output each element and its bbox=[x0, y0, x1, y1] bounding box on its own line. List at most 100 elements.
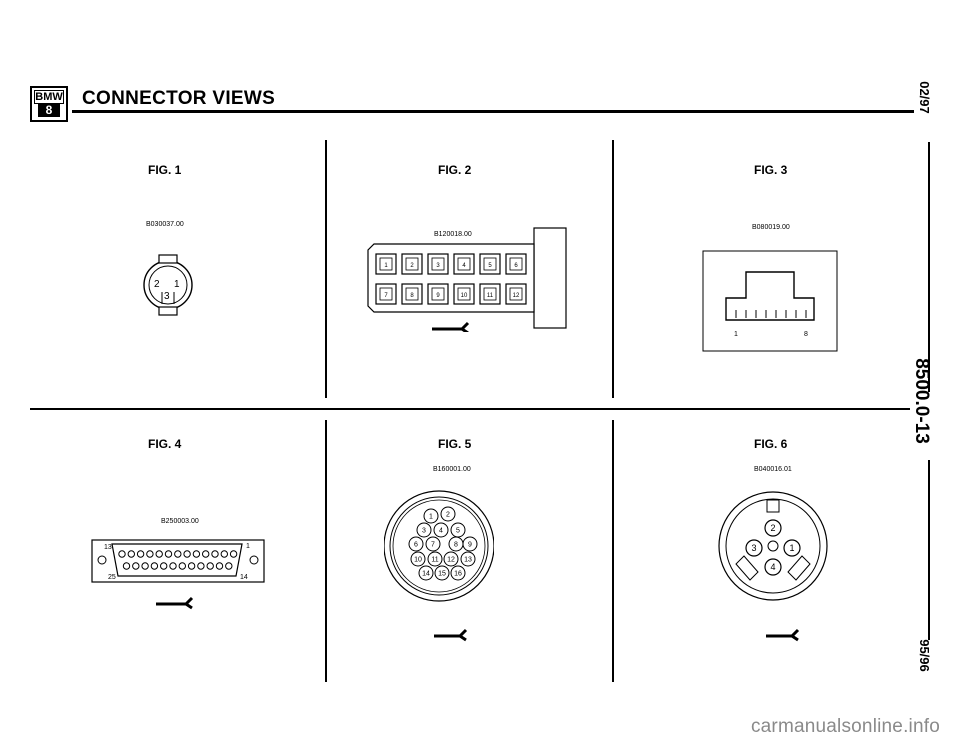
fig4-pin-hole bbox=[202, 550, 210, 558]
fig5-pin-number: 10 bbox=[414, 557, 422, 564]
fig2-pin-number: 2 bbox=[410, 263, 414, 269]
fig6-code: B040016.01 bbox=[754, 466, 792, 473]
fig2-pin-number: 1 bbox=[384, 263, 388, 269]
fig6-pin bbox=[783, 539, 801, 557]
fig5-pin-number: 15 bbox=[438, 571, 446, 578]
fig5-pin bbox=[408, 536, 424, 552]
fig2-pin-socket bbox=[509, 257, 523, 271]
fig5-pin bbox=[433, 522, 449, 538]
divider-top-right bbox=[612, 140, 614, 398]
fig2-pin-socket bbox=[431, 257, 445, 271]
fig4-pin-14: 14 bbox=[240, 574, 248, 581]
fig5-pin-number: 1 bbox=[429, 514, 433, 521]
divider-top-left bbox=[325, 140, 327, 398]
fig2-pin-socket bbox=[509, 287, 523, 301]
fig4-pin-hole bbox=[187, 562, 196, 570]
fig5-pin bbox=[410, 551, 426, 567]
fig5-pin bbox=[425, 536, 441, 552]
fig2-pin-number: 9 bbox=[436, 293, 440, 299]
fig2-pin-number: 10 bbox=[461, 293, 468, 299]
fig5-label: FIG. 5 bbox=[438, 437, 472, 451]
fig5-pin-number: 12 bbox=[447, 557, 455, 564]
header-rule bbox=[72, 110, 914, 113]
fig2-pin-number: 12 bbox=[513, 293, 520, 299]
fig4-pin-hole bbox=[155, 550, 163, 558]
fig4-pin-hole bbox=[136, 550, 145, 558]
fig4-pin-hole bbox=[220, 550, 229, 558]
fig2-pin-number: 5 bbox=[488, 263, 492, 269]
margin-rule-top bbox=[928, 142, 930, 392]
fig6-pin bbox=[745, 539, 763, 557]
fig6-pin-number: 4 bbox=[770, 562, 775, 572]
fig1-label: FIG. 1 bbox=[148, 163, 182, 177]
fig5-pin bbox=[427, 551, 443, 567]
fig5-pin bbox=[418, 565, 434, 581]
fig4-pin-hole bbox=[118, 550, 126, 558]
logo-text: BMW bbox=[34, 90, 64, 104]
fig6-label: FIG. 6 bbox=[754, 437, 788, 451]
fig4-pin-hole bbox=[146, 550, 154, 558]
fig4-pin-hole bbox=[122, 562, 131, 570]
fig3-pin-8: 8 bbox=[804, 331, 808, 338]
fig5-pin-number: 6 bbox=[414, 542, 418, 549]
fig6-pin bbox=[764, 558, 782, 576]
fig1-pin-1: 1 bbox=[174, 279, 180, 290]
logo-series: 8 bbox=[38, 104, 60, 117]
fig5-pin-number: 4 bbox=[439, 528, 443, 535]
fig4-pin-hole bbox=[127, 550, 135, 558]
fig2-pin-number: 7 bbox=[384, 293, 388, 299]
fig4-pin-hole bbox=[183, 550, 191, 558]
fig4-pin-hole bbox=[160, 562, 168, 570]
divider-bottom-left bbox=[325, 420, 327, 682]
fig4-code: B250003.00 bbox=[161, 518, 199, 525]
fig4-pin-hole bbox=[141, 562, 149, 570]
fig2-pin-number: 3 bbox=[436, 263, 440, 269]
fig2-pin-socket bbox=[431, 287, 445, 301]
fig5-pin bbox=[440, 506, 456, 522]
fig4-pin-hole bbox=[215, 562, 224, 570]
fig5-pin-number: 2 bbox=[446, 512, 450, 519]
bmw-logo: BMW 8 bbox=[30, 86, 68, 122]
fig5-pin-number: 8 bbox=[454, 542, 458, 549]
fig5-pin-number: 9 bbox=[468, 542, 472, 549]
fig4-pin-hole bbox=[192, 550, 201, 558]
fig5-pin-number: 7 bbox=[431, 542, 435, 549]
fig2-pin-socket bbox=[379, 287, 393, 301]
watermark: carmanualsonline.info bbox=[750, 716, 940, 737]
page-margin-index: 02/97 8500.0-13 95/96 bbox=[911, 70, 946, 690]
fig4-label: FIG. 4 bbox=[148, 437, 182, 451]
fig3-label: FIG. 3 bbox=[754, 163, 788, 177]
fig4-pin-25: 25 bbox=[108, 574, 116, 581]
fig5-pin bbox=[450, 565, 466, 581]
fig4-connector-drawing: 13 1 25 14 bbox=[91, 539, 265, 610]
fig6-pin-number: 3 bbox=[751, 543, 756, 553]
fig2-pin-socket bbox=[457, 257, 471, 271]
fig6-pin-number: 2 bbox=[770, 523, 775, 533]
date-top: 02/97 bbox=[916, 81, 932, 114]
fig5-pin bbox=[460, 551, 476, 567]
divider-bottom-right bbox=[612, 420, 614, 682]
date-bottom: 95/96 bbox=[916, 639, 932, 672]
fig1-code: B030037.00 bbox=[146, 221, 184, 228]
fig1-pin-2: 2 bbox=[154, 279, 160, 290]
fig1-pin-3: 3 bbox=[164, 291, 170, 302]
fig4-pin-1: 1 bbox=[246, 543, 250, 550]
fig2-pin-socket bbox=[483, 257, 497, 271]
fig2-pin-socket bbox=[405, 257, 419, 271]
fig4-pin-hole bbox=[229, 550, 238, 558]
fig2-pin-number: 6 bbox=[514, 263, 518, 269]
fig2-pin-socket bbox=[405, 287, 419, 301]
fig4-pin-hole bbox=[206, 562, 214, 570]
fig2-pin-number: 8 bbox=[410, 293, 414, 299]
fig5-pin bbox=[443, 551, 459, 567]
fig4-pin-hole bbox=[178, 562, 187, 570]
fig2-pin-number: 4 bbox=[462, 263, 466, 269]
fig4-pin-hole bbox=[211, 550, 219, 558]
fig2-pin-number: 11 bbox=[487, 293, 494, 299]
fig4-pin-hole bbox=[174, 550, 182, 558]
fig2-pin-socket bbox=[457, 287, 471, 301]
fig5-code: B160001.00 bbox=[433, 466, 471, 473]
